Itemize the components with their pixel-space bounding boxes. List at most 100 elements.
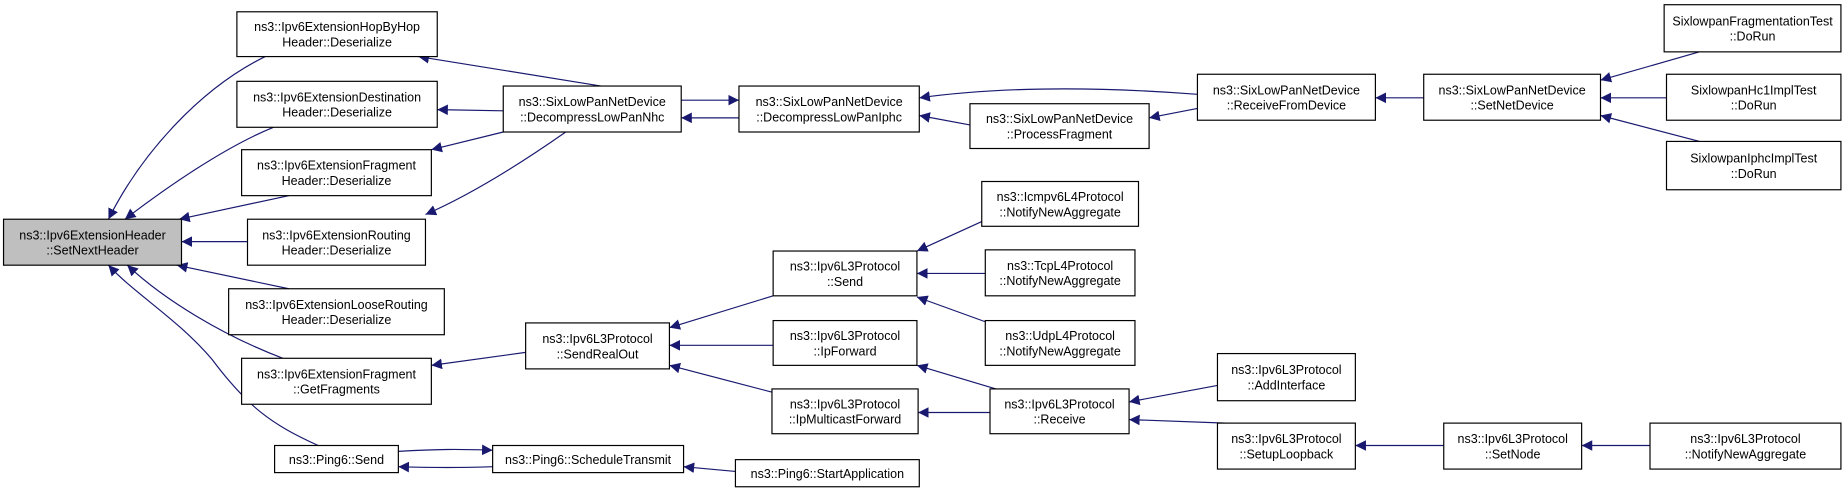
edge-receivefromdevice-to-iphc [919,88,1198,102]
node-tcp[interactable]: ns3::TcpL4Protocol::NotifyNewAggregate [984,249,1136,297]
node-label-line: ::DoRun [1731,99,1777,113]
node-label-line: ns3::Ipv6ExtensionFragment [257,367,416,381]
node-label-line: ns3::SixLowPanNetDevice [1213,83,1360,97]
edge-destination-to-setnextheader [124,126,274,220]
node-box [1665,73,1842,121]
node-nhc[interactable]: ns3::SixLowPanNetDevice::DecompressLowPa… [502,85,682,133]
node-label-line: ns3::UdpL4Protocol [1005,329,1115,343]
node-getfragments[interactable]: ns3::Ipv6ExtensionFragment::GetFragments [241,357,432,405]
node-addinterface[interactable]: ns3::Ipv6L3Protocol::AddInterface [1216,352,1356,402]
node-box [2,218,183,266]
node-label-line: Header::Deserialize [282,106,392,120]
node-label-line: ns3::SixLowPanNetDevice [1439,83,1586,97]
node-looserouting[interactable]: ns3::Ipv6ExtensionLooseRoutingHeader::De… [228,288,445,336]
node-setnetdevice[interactable]: ns3::SixLowPanNetDevice::SetNetDevice [1423,73,1602,121]
edge-icmpv6-to-l3send [916,221,982,252]
node-label-line: ns3::TcpL4Protocol [1007,259,1113,273]
node-fragtest[interactable]: SixlowpanFragmentationTest::DoRun [1663,4,1842,53]
edge-iphctest-to-setnetdevice [1600,113,1700,143]
edge-scheduletransmit-to-ping6send [398,461,493,473]
node-l3notify[interactable]: ns3::Ipv6L3Protocol::NotifyNewAggregate [1649,422,1842,470]
node-receive[interactable]: ns3::Ipv6L3Protocol::Receive [989,388,1130,435]
node-setnextheader[interactable]: ns3::Ipv6ExtensionHeader::SetNextHeader [2,218,183,266]
node-box [1665,140,1842,191]
node-scheduletransmit[interactable]: ns3::Ping6::ScheduleTransmit [492,444,685,474]
node-label-line: Header::Deserialize [282,36,392,50]
node-label-line: ns3::Ping6::ScheduleTransmit [505,453,672,467]
node-box [502,85,682,133]
node-box [1649,422,1842,470]
node-ipmulticast[interactable]: ns3::Ipv6L3Protocol::IpMulticastForward [771,388,919,435]
node-label-line: ::IpForward [813,344,876,358]
edge-addinterface-to-receive [1128,384,1218,406]
node-box [1443,422,1583,470]
node-ipforward[interactable]: ns3::Ipv6L3Protocol::IpForward [772,319,918,366]
node-label-line: ns3::Ipv6L3Protocol [1004,397,1114,411]
node-box [228,288,445,336]
node-box [989,388,1130,435]
node-ping6send[interactable]: ns3::Ping6::Send [274,444,399,474]
node-box [236,80,438,128]
node-iphctest[interactable]: SixlowpanIphcImplTest::DoRun [1665,140,1842,191]
node-label-line: ::DecompressLowPanNhc [520,110,664,124]
node-box [236,11,438,58]
node-label-line: ::SetupLoopback [1240,447,1334,461]
node-udp[interactable]: ns3::UdpL4Protocol::NotifyNewAggregate [984,319,1136,366]
edge-nhc-to-destination [437,104,504,116]
node-box [984,319,1136,366]
edge-sendrealout-to-getfragments [431,351,526,370]
node-l3send[interactable]: ns3::Ipv6L3Protocol::Send [772,250,918,297]
node-iphc[interactable]: ns3::SixLowPanNetDevice::DecompressLowPa… [738,85,920,133]
node-receivefromdevice[interactable]: ns3::SixLowPanNetDevice::ReceiveFromDevi… [1196,73,1376,121]
edge-receivefromdevice-to-processfragment [1148,107,1198,122]
node-label-line: ::DecompressLowPanIphc [756,110,902,124]
edge-nhc-to-routing [425,131,567,216]
node-box [738,85,920,133]
node-routing[interactable]: ns3::Ipv6ExtensionRoutingHeader::Deseria… [246,218,427,266]
node-box [241,149,432,197]
edge-ping6send-to-setnextheader [107,264,319,447]
node-label-line: ns3::Ipv6L3Protocol [1458,432,1568,446]
node-box [981,180,1140,227]
node-label-line: ::SetNextHeader [46,244,138,258]
node-hc1test[interactable]: SixlowpanHc1ImplTest::DoRun [1665,73,1842,121]
edge-fragtest-to-setnetdevice [1600,51,1700,83]
node-sendrealout[interactable]: ns3::Ipv6L3Protocol::SendRealOut [525,322,671,370]
node-label-line: ns3::SixLowPanNetDevice [756,95,903,109]
nodes-layer: ns3::Ipv6ExtensionHeader::SetNextHeadern… [2,4,1842,488]
node-label-line: ns3::Ipv6L3Protocol [790,329,900,343]
node-box [492,444,685,474]
node-label-line: ns3::Ipv6L3Protocol [790,397,900,411]
node-box [772,319,918,366]
node-label-line: ::DoRun [1731,167,1777,181]
node-box [772,250,918,297]
node-label-line: ::Send [827,275,863,289]
edge-nhc-to-fragheader [431,131,504,153]
node-destination[interactable]: ns3::Ipv6ExtensionDestinationHeader::Des… [236,80,438,128]
edge-startapplication-to-scheduletransmit [683,462,736,473]
node-setnode[interactable]: ns3::Ipv6L3Protocol::SetNode [1443,422,1583,470]
edge-ping6send-to-scheduletransmit [398,444,493,456]
node-box [241,357,432,405]
node-label-line: ::ReceiveFromDevice [1227,99,1346,113]
node-setuploopback[interactable]: ns3::Ipv6L3Protocol::SetupLoopback [1216,422,1356,470]
edge-udp-to-l3send [916,295,986,323]
node-label-line: ns3::Ipv6L3Protocol [542,332,652,346]
node-box [246,218,427,266]
node-icmpv6[interactable]: ns3::Icmpv6L4Protocol::NotifyNewAggregat… [981,180,1140,227]
edge-fragheader-to-setnextheader [179,195,289,223]
node-fragheader[interactable]: ns3::Ipv6ExtensionFragmentHeader::Deseri… [241,149,432,197]
node-label-line: ns3::Ping6::Send [289,453,384,467]
node-label-line: ns3::Ipv6ExtensionHopByHop [254,20,420,34]
node-label-line: ::NotifyNewAggregate [999,344,1120,358]
node-box [1663,4,1842,53]
node-box [1216,352,1356,402]
edge-setuploopback-to-receive [1129,414,1226,426]
node-processfragment[interactable]: ns3::SixLowPanNetDevice::ProcessFragment [969,103,1150,150]
node-startapplication[interactable]: ns3::Ping6::StartApplication [734,459,920,488]
node-label-line: ns3::Ipv6L3Protocol [1231,363,1341,377]
node-label-line: ::DoRun [1730,30,1776,44]
edge-ipmulticast-to-sendrealout [669,362,774,394]
node-hopbyhop[interactable]: ns3::Ipv6ExtensionHopByHopHeader::Deseri… [236,11,438,58]
